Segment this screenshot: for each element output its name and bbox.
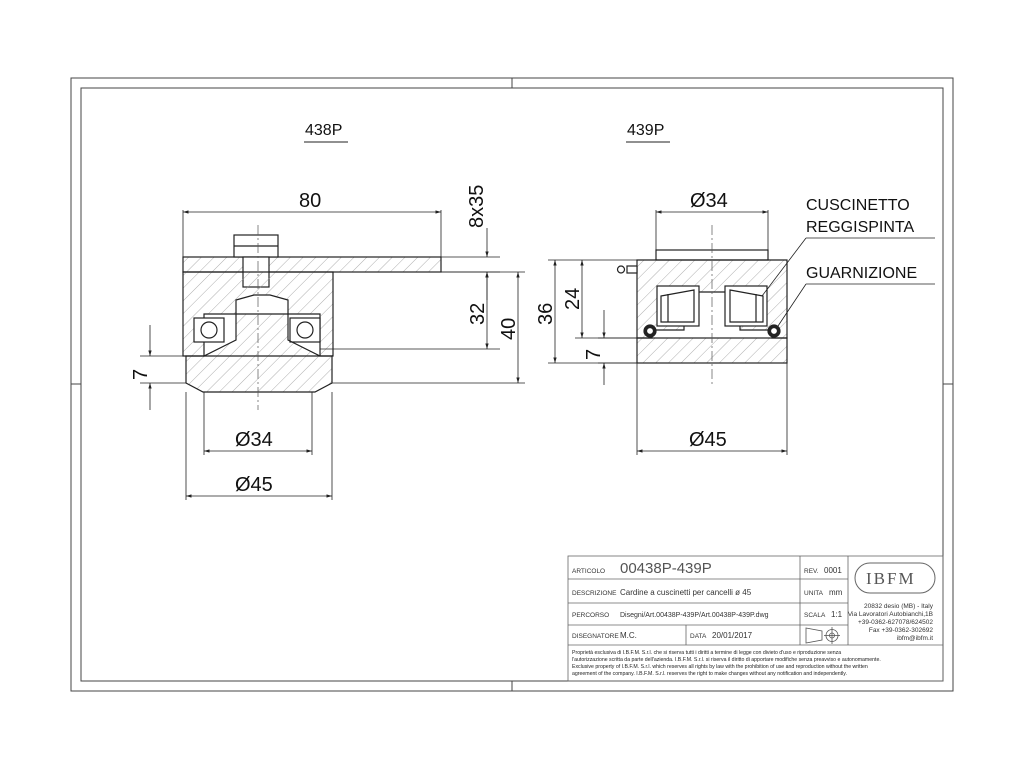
sheet-frame (70, 77, 954, 692)
dimension-7-left-label: 7 (130, 369, 152, 380)
ibfm-logo: IBFM (854, 562, 936, 594)
percorso-value: Disegni/Art.00438P-439P/Art.00438P-439P.… (620, 612, 769, 619)
svg-text:ibfm@ibfm.it: ibfm@ibfm.it (897, 635, 933, 642)
svg-text:REGGISPINTA: REGGISPINTA (806, 219, 914, 236)
dimension-32-label: 32 (467, 303, 489, 325)
scala-label: SCALA (804, 612, 826, 619)
disegnatore-value: M.C. (620, 631, 637, 640)
dimension-d45-left-label: Ø45 (235, 474, 273, 496)
dimension-7-right (598, 310, 637, 385)
descrizione-label: DESCRIZIONE (572, 590, 617, 597)
dimension-36-label: 36 (535, 303, 557, 325)
dimension-8x35 (441, 228, 500, 300)
disegnatore-label: DISEGNATORE (572, 633, 619, 640)
svg-text:CUSCINETTO: CUSCINETTO (806, 197, 910, 214)
dimension-7-left (140, 325, 186, 410)
dimension-36 (548, 259, 637, 364)
rev-value: 0001 (824, 566, 842, 575)
dimension-d34-left-label: Ø34 (235, 429, 273, 451)
unita-value: mm (829, 588, 843, 597)
rev-label: REV. (804, 568, 819, 575)
part-438p (182, 234, 442, 393)
svg-text:IBFM: IBFM (866, 569, 916, 588)
dimension-7-right-label: 7 (583, 349, 605, 360)
projection-symbol-icon (805, 627, 840, 644)
svg-text:Via Lavoratori Autobianchi,1B: Via Lavoratori Autobianchi,1B (848, 611, 933, 618)
data-value: 20/01/2017 (712, 631, 753, 640)
svg-text:agreement of the company. I.B.: agreement of the company. I.B.F.M. S.r.l… (572, 671, 847, 677)
svg-text:438P: 438P (305, 122, 342, 139)
dimension-24-label: 24 (562, 288, 584, 310)
articolo-label: ARTICOLO (572, 568, 605, 575)
dimension-80 (182, 210, 442, 257)
callout-seal: GUARNIZIONE (777, 265, 935, 327)
data-label: DATA (690, 633, 707, 640)
dimension-d45-right (636, 363, 788, 455)
view-title-right: 439P (626, 122, 670, 143)
view-title-left: 438P (304, 122, 348, 143)
dimension-80-label: 80 (299, 190, 321, 212)
svg-text:Exclusive property of I.B.F.M.: Exclusive property of I.B.F.M. S.r.l. wh… (572, 664, 868, 670)
articolo-value: 00438P-439P (620, 560, 712, 577)
svg-text:GUARNIZIONE: GUARNIZIONE (806, 265, 917, 282)
dimension-d34-left (203, 392, 313, 455)
dimension-d34-right-label: Ø34 (690, 190, 728, 212)
svg-text:+39-0362-627078/624502: +39-0362-627078/624502 (858, 619, 933, 626)
dimension-d45-left (185, 392, 333, 500)
svg-text:l'autorizzazione scritta da pa: l'autorizzazione scritta da parte dell'a… (572, 657, 881, 663)
part-439p (616, 249, 788, 364)
dimension-d34-right (655, 210, 769, 250)
company-address: 20832 desio (MB) - Italy Via Lavoratori … (848, 603, 934, 642)
svg-text:Fax +39-0362-302692: Fax +39-0362-302692 (869, 627, 934, 634)
svg-text:Proprietà esclusiva di I.B.F.M: Proprietà esclusiva di I.B.F.M. S.r.l. c… (572, 650, 841, 656)
callout-bearing: CUSCINETTO REGGISPINTA (761, 197, 935, 297)
svg-text:439P: 439P (627, 122, 664, 139)
dimension-40-label: 40 (498, 318, 520, 340)
unita-label: UNITA (804, 590, 824, 597)
title-block (567, 555, 944, 682)
descrizione-value: Cardine a cuscinetti per cancelli ø 45 (620, 588, 752, 597)
percorso-label: PERCORSO (572, 612, 609, 619)
dimension-40 (332, 271, 525, 384)
dimension-32 (320, 272, 500, 350)
dimension-d45-right-label: Ø45 (689, 429, 727, 451)
scala-value: 1:1 (831, 610, 843, 619)
svg-text:20832 desio (MB) - Italy: 20832 desio (MB) - Italy (864, 603, 934, 610)
legal-notice: Proprietà esclusiva di I.B.F.M. S.r.l. c… (572, 650, 881, 677)
dimension-8x35-label: 8x35 (466, 185, 488, 228)
